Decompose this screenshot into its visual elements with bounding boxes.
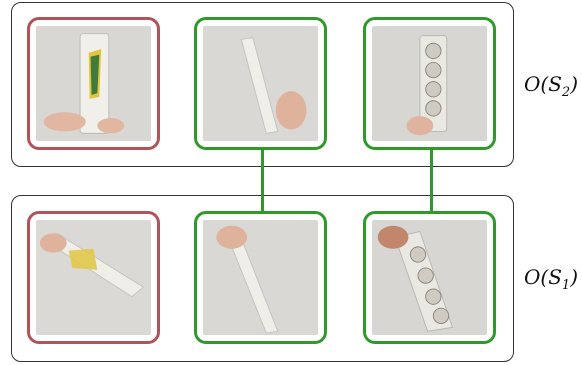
top-right-photo <box>363 17 496 150</box>
connector-middle <box>261 150 264 214</box>
bottom-middle-photo <box>194 211 327 344</box>
group-label-s2: O(S2) <box>524 72 578 100</box>
label-sub: 2 <box>562 85 570 100</box>
top-middle-photo <box>194 17 327 150</box>
bottom-left-photo <box>27 211 160 344</box>
group-label-s1: O(S1) <box>524 265 578 293</box>
label-sub: 1 <box>562 278 570 293</box>
bottom-right-photo <box>363 211 496 344</box>
power-strip-photo <box>372 26 487 141</box>
label-suffix: ) <box>570 265 578 289</box>
power-strip-photo <box>372 220 487 335</box>
label-prefix: O(S <box>524 72 562 96</box>
connector-right <box>430 150 433 214</box>
label-prefix: O(S <box>524 265 562 289</box>
power-strip-photo <box>36 26 151 141</box>
power-strip-photo <box>203 26 318 141</box>
top-left-photo <box>27 17 160 150</box>
power-strip-photo <box>36 220 151 335</box>
power-strip-photo <box>203 220 318 335</box>
label-suffix: ) <box>570 72 578 96</box>
